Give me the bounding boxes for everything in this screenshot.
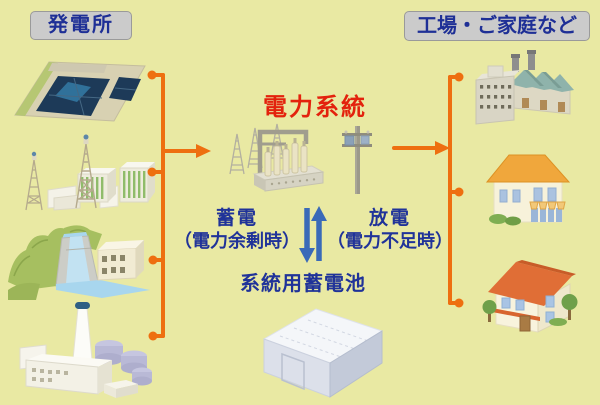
power-station-with-towers-illustration (10, 124, 156, 214)
grid-to-consumers-arrow (392, 141, 450, 155)
grid-title: 電力系統 (263, 94, 367, 121)
charge-caption: 蓄電 （電力余剰時） (171, 206, 303, 252)
house-illustration (480, 250, 580, 334)
container-battery-illustration (250, 297, 390, 399)
substation-illustration (226, 118, 326, 196)
thermal-power-plant-illustration (12, 298, 154, 402)
discharge-caption: 放電 （電力不足時） (324, 206, 456, 252)
utility-pole-illustration (341, 121, 373, 195)
discharge-note: （電力不足時） (327, 231, 453, 251)
shop-house-illustration (486, 146, 570, 226)
hydroelectric-dam-illustration (6, 220, 154, 300)
sources-to-grid-arrow (161, 144, 211, 158)
source-section-label: 発電所 (30, 11, 132, 40)
consumers-section-label: 工場・ご家庭など (404, 11, 590, 41)
solar-power-plant-illustration (12, 55, 148, 125)
discharge-label: 放電 (368, 208, 411, 229)
factory-illustration (470, 50, 574, 128)
charge-label: 蓄電 (215, 208, 258, 229)
charge-note: （電力余剰時） (174, 231, 300, 251)
consumers-bracket (448, 72, 464, 308)
battery-name: 系統用蓄電池 (240, 273, 366, 295)
